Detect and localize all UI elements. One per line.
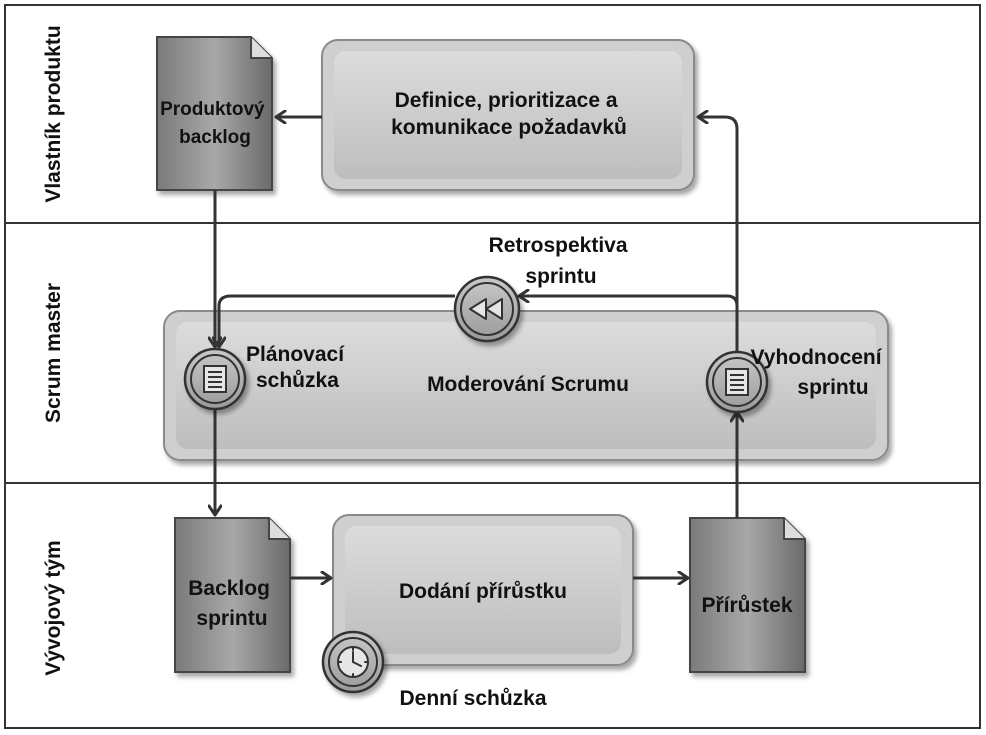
lane-label-scrum-master: Scrum master <box>42 283 65 423</box>
task-define-requirements <box>321 39 695 191</box>
event-retrospective-label: Retrospektiva sprintu <box>489 234 634 288</box>
document-product-backlog <box>156 36 273 191</box>
task-moderate-scrum <box>163 310 889 461</box>
event-review-label: Vyhodnocení sprintu <box>751 346 888 399</box>
flow-review-to-define <box>698 117 739 353</box>
document-sprint-backlog-label: Backlog sprintu <box>188 577 276 630</box>
flow-review-to-retrospective <box>519 296 739 353</box>
connectors <box>215 117 737 578</box>
rewind-icon <box>469 298 503 320</box>
swimlane-frame <box>4 4 981 729</box>
event-daily-label: Denní schůzka <box>399 687 546 710</box>
task-deliver-increment <box>332 514 634 666</box>
event-planning-label: Plánovací schůzka <box>246 343 350 392</box>
clock-icon <box>337 646 369 678</box>
lane-label-product-owner: Vlastník produktu <box>42 25 65 202</box>
document-product-backlog-label: Produktový backlog <box>160 99 270 148</box>
task-deliver-label: Dodání přírůstku <box>399 580 567 603</box>
flow-retrospective-to-planning <box>219 294 455 347</box>
document-list-icon <box>203 365 227 393</box>
document-increment <box>689 517 806 673</box>
task-moderate-label: Moderování Scrumu <box>427 373 629 396</box>
document-sprint-backlog <box>174 517 291 673</box>
document-increment-label: Přírůstek <box>701 594 792 617</box>
lane-label-dev-team: Vývojový tým <box>42 540 65 675</box>
document-list-icon <box>725 368 749 396</box>
task-define-label: Definice, prioritizace a komunikace poža… <box>391 89 627 139</box>
